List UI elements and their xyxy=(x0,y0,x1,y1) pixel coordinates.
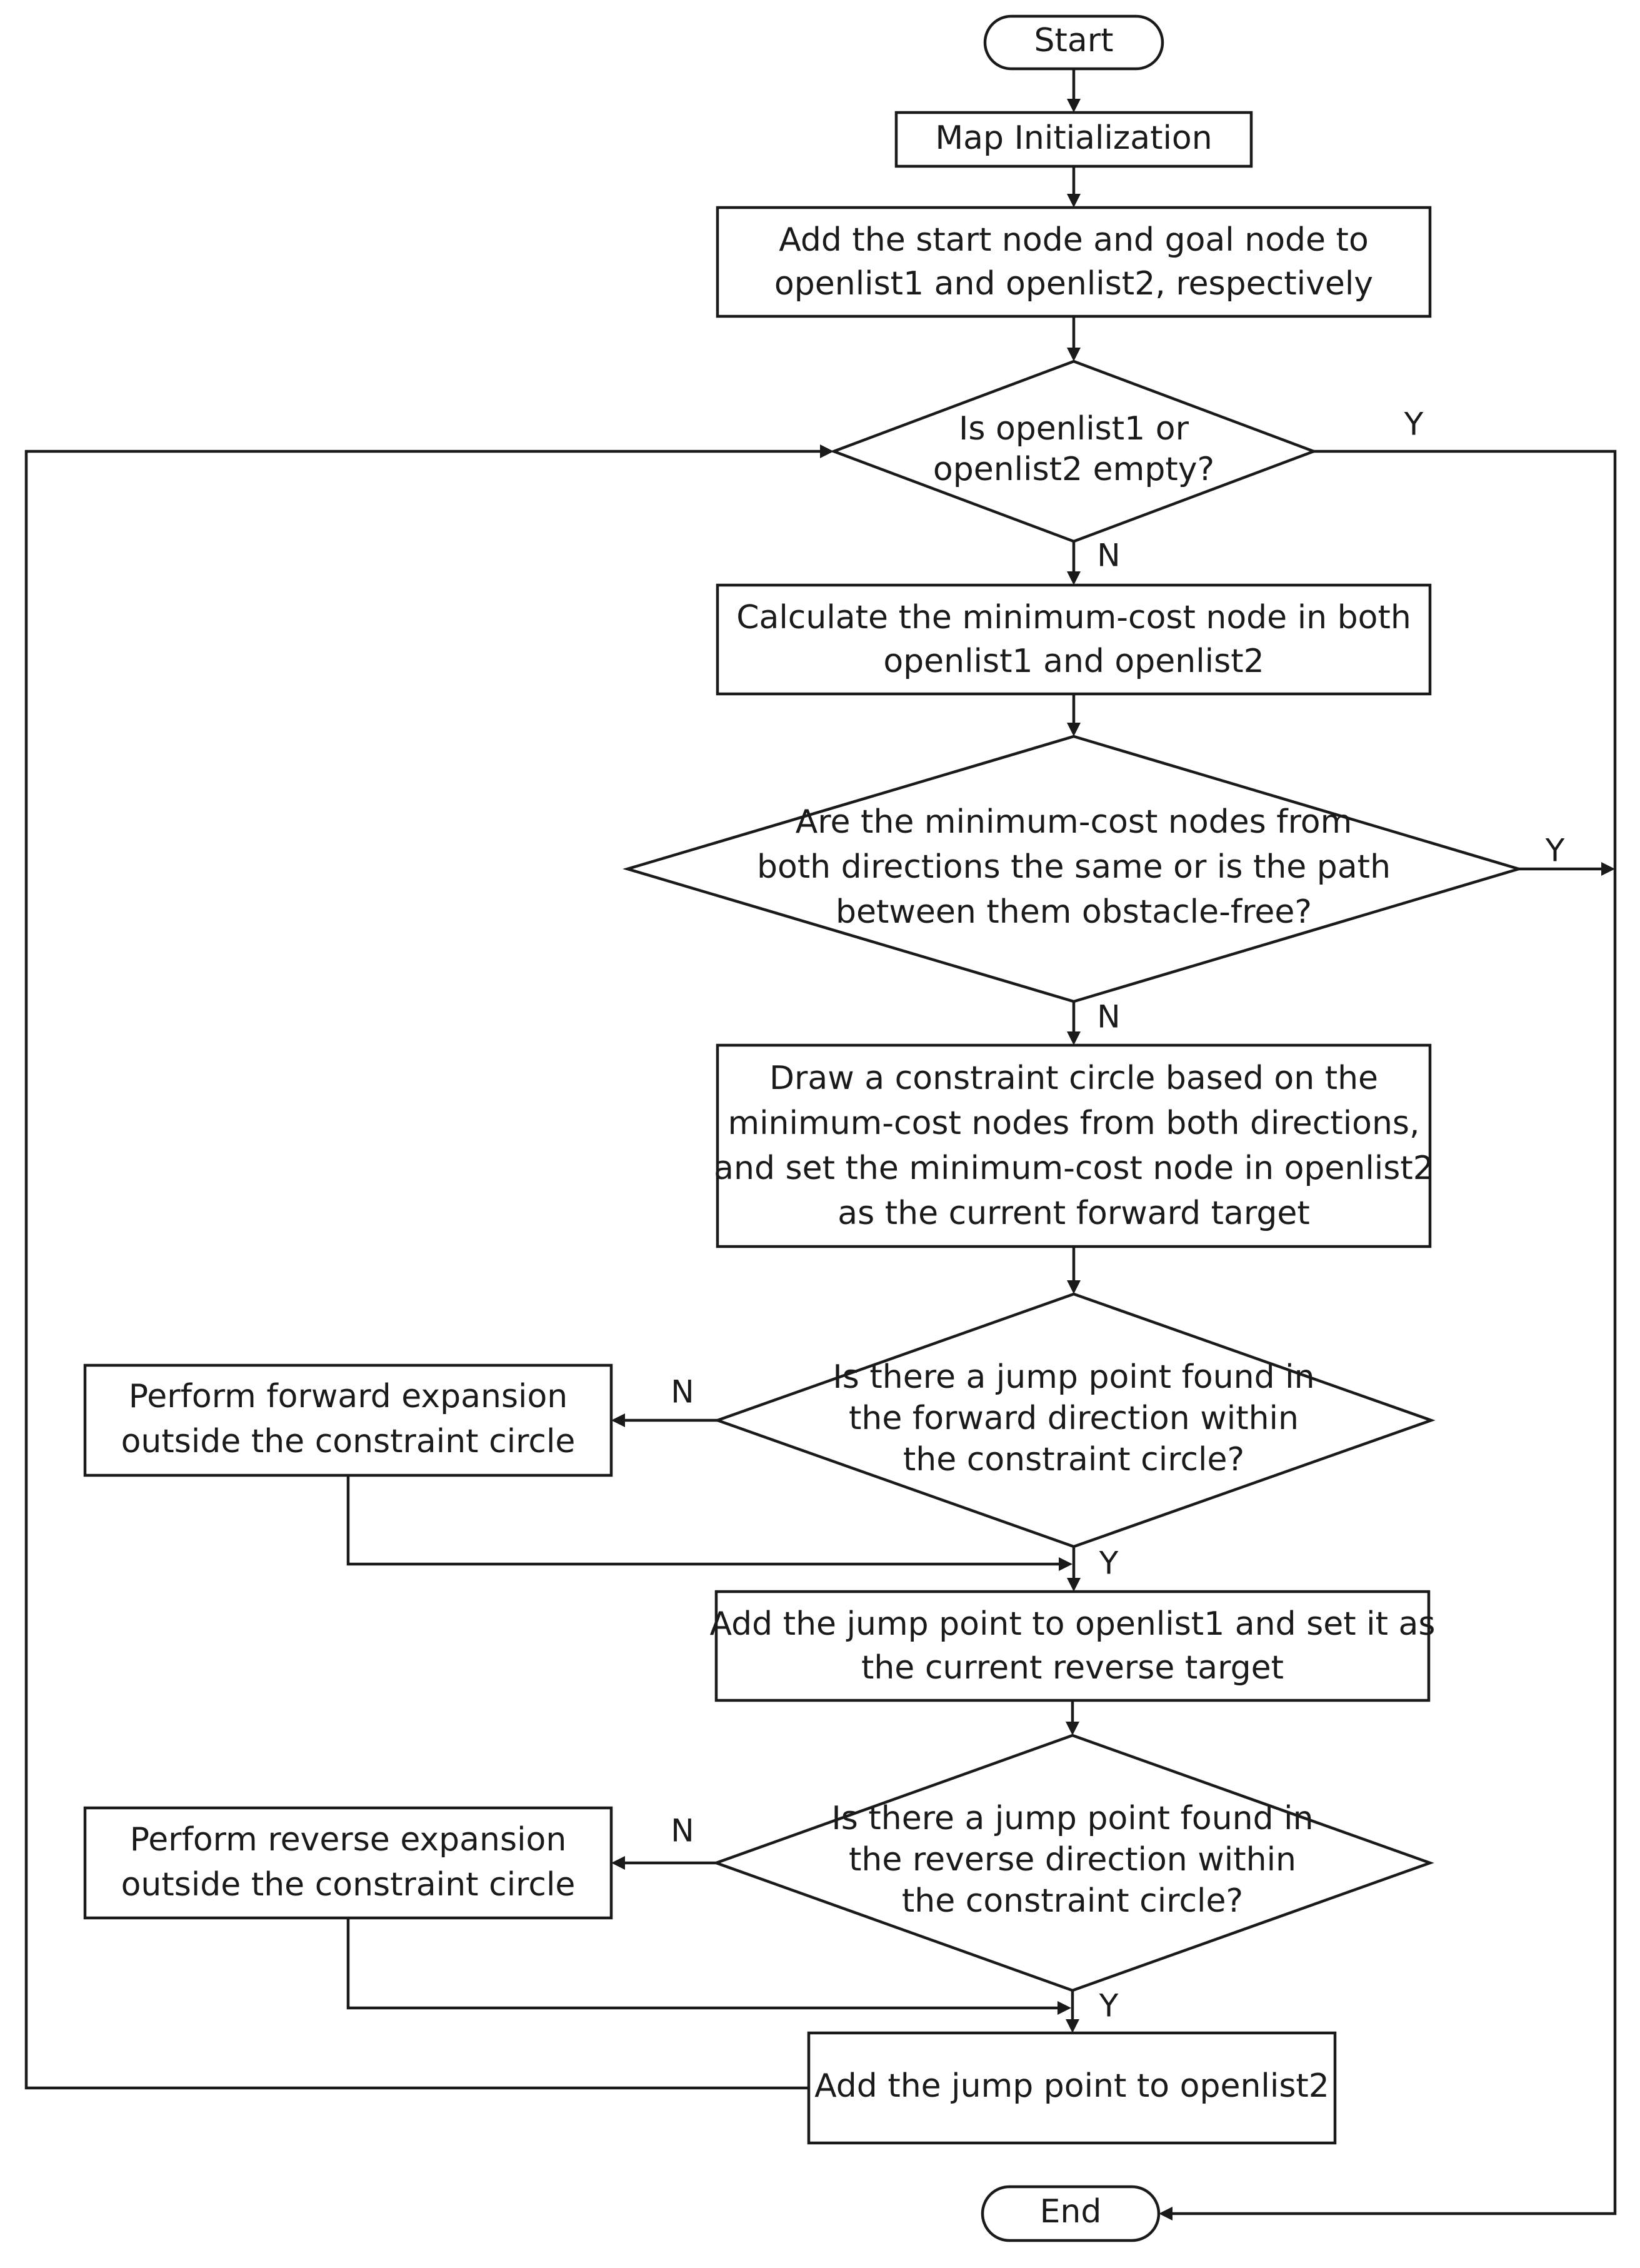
label-same-no: N xyxy=(1097,999,1120,1035)
label-empty-no: N xyxy=(1097,538,1120,574)
check-forward-line-3: the constraint circle? xyxy=(903,1441,1244,1478)
draw-circle-line-1: Draw a constraint circle based on the xyxy=(769,1060,1378,1097)
calc-min-line-1: Calculate the minimum-cost node in both xyxy=(736,599,1411,636)
end-node: End xyxy=(981,2185,1161,2242)
arrowhead xyxy=(611,1856,625,1870)
add-start-goal-line-2: openlist1 and openlist2, respectively xyxy=(774,265,1373,303)
connector-reverse-expand-return xyxy=(346,1918,1059,2010)
draw-circle-node: Draw a constraint circle based on the mi… xyxy=(714,1043,1434,1248)
connector-forward-expand-return xyxy=(346,1475,1060,1566)
add-start-goal-node: Add the start node and goal node to open… xyxy=(716,206,1432,318)
arrowhead xyxy=(611,1413,625,1427)
calc-min-line-2: openlist1 and openlist2 xyxy=(883,643,1264,680)
check-reverse-line-3: the constraint circle? xyxy=(902,1882,1243,1920)
label-same-yes: Y xyxy=(1545,833,1565,869)
start-label: Start xyxy=(1034,22,1113,59)
map-init-node: Map Initialization xyxy=(894,111,1253,168)
arrowhead xyxy=(1067,1031,1081,1045)
arrowhead xyxy=(1067,194,1081,208)
arrowhead xyxy=(1066,2019,1079,2033)
add-jump-1-line-2: the current reverse target xyxy=(861,1649,1284,1687)
check-empty-line-2: openlist2 empty? xyxy=(933,451,1214,488)
label-forward-yes: Y xyxy=(1099,1545,1119,1582)
add-jump-1-node: Add the jump point to openlist1 and set … xyxy=(710,1590,1436,1702)
connector-loop-back xyxy=(24,449,821,2090)
end-label: End xyxy=(1040,2193,1102,2230)
forward-expand-line-1: Perform forward expansion xyxy=(129,1378,568,1415)
arrowhead xyxy=(820,444,834,458)
start-node: Start xyxy=(983,14,1164,71)
arrowhead xyxy=(1066,1722,1079,1735)
label-reverse-no: N xyxy=(671,1813,694,1849)
arrowhead xyxy=(1067,348,1081,361)
add-jump-1-line-1: Add the jump point to openlist1 and set … xyxy=(710,1605,1436,1643)
arrowhead xyxy=(1067,723,1081,736)
draw-circle-line-4: as the current forward target xyxy=(838,1195,1309,1232)
add-start-goal-line-1: Add the start node and goal node to xyxy=(779,221,1369,259)
check-same-line-1: Are the minimum-cost nodes from xyxy=(796,803,1352,841)
arrowhead xyxy=(1067,1280,1081,1294)
check-empty-line-1: Is openlist1 or xyxy=(959,410,1189,448)
check-reverse-line-1: Is there a jump point found in xyxy=(831,1800,1313,1837)
arrowhead xyxy=(1067,571,1081,585)
check-reverse-line-2: the reverse direction within xyxy=(849,1841,1296,1879)
arrowhead xyxy=(1067,1578,1081,1592)
add-jump-2-node: Add the jump point to openlist2 xyxy=(807,2031,1337,2145)
check-same-decision: Are the minimum-cost nodes from both dir… xyxy=(622,735,1524,1003)
calc-min-node: Calculate the minimum-cost node in both … xyxy=(716,583,1432,696)
label-reverse-yes: Y xyxy=(1099,1988,1119,2024)
check-same-line-3: between them obstacle-free? xyxy=(836,893,1312,931)
add-jump-2-label: Add the jump point to openlist2 xyxy=(814,2067,1329,2105)
reverse-expand-line-2: outside the constraint circle xyxy=(121,1866,576,1904)
check-empty-decision: Is openlist1 or openlist2 empty? xyxy=(829,359,1318,543)
label-empty-yes: Y xyxy=(1404,406,1424,443)
reverse-expand-line-1: Perform reverse expansion xyxy=(130,1821,567,1859)
draw-circle-line-2: minimum-cost nodes from both directions, xyxy=(728,1105,1419,1142)
check-forward-line-2: the forward direction within xyxy=(849,1400,1299,1437)
draw-circle-line-3: and set the minimum-cost node in openlis… xyxy=(714,1150,1434,1187)
check-reverse-decision: Is there a jump point found in the rever… xyxy=(712,1734,1434,1992)
arrowhead xyxy=(1067,99,1081,113)
reverse-expand-node: Perform reverse expansion outside the co… xyxy=(83,1806,613,1920)
connector-empty-end xyxy=(1171,449,1617,2215)
label-forward-no: N xyxy=(671,1374,694,1410)
check-same-line-2: both directions the same or is the path xyxy=(757,848,1391,886)
check-forward-decision: Is there a jump point found in the forwa… xyxy=(713,1292,1436,1548)
arrowhead xyxy=(1159,2207,1172,2220)
branch-labels: Y N Y N N Y N Y xyxy=(671,406,1564,2024)
arrowhead xyxy=(1058,2001,1071,2015)
check-forward-line-1: Is there a jump point found in xyxy=(832,1358,1314,1396)
connectors xyxy=(24,69,1617,2220)
arrowhead xyxy=(1601,862,1615,876)
arrowhead xyxy=(1059,1557,1072,1571)
map-init-label: Map Initialization xyxy=(935,119,1212,157)
forward-expand-line-2: outside the constraint circle xyxy=(121,1423,576,1460)
forward-expand-node: Perform forward expansion outside the co… xyxy=(83,1363,613,1477)
